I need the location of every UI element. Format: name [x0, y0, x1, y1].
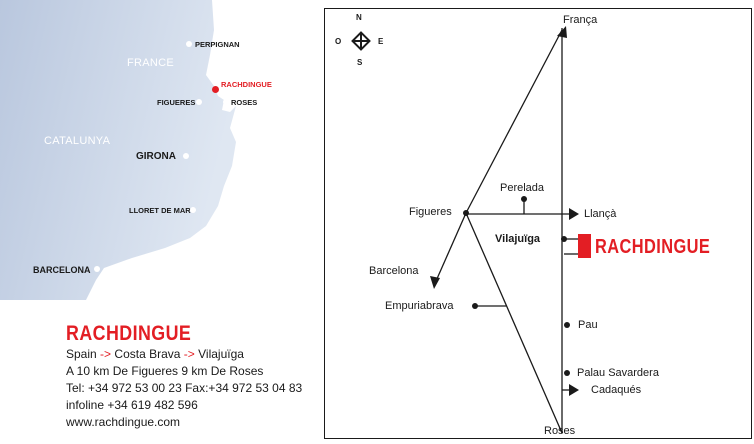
region-label-france: FRANCE	[127, 57, 175, 69]
place-cadaques: Cadaqués	[591, 384, 642, 396]
rachdingue-location-marker	[578, 234, 591, 258]
city-label-barcelona: BARCELONA	[33, 265, 91, 275]
distance-line: A 10 km De Figueres 9 km De Roses	[66, 364, 264, 378]
compass-east: E	[378, 37, 384, 46]
compass-west: O	[335, 37, 342, 46]
city-dot-girona	[183, 153, 189, 159]
place-empuriabrava: Empuriabrava	[385, 300, 454, 312]
city-dot-perpignan	[186, 41, 192, 47]
place-roses: Roses	[544, 425, 576, 437]
place-figueres: Figueres	[409, 206, 452, 218]
phone-fax-line: Tel: +34 972 53 00 23 Fax:+34 972 53 04 …	[66, 381, 303, 395]
city-label-girona: GIRONA	[136, 151, 176, 162]
brand-title: RACHDINGUE	[66, 322, 192, 345]
place-perelada: Perelada	[500, 182, 545, 194]
regional-map: FRANCE CATALUNYA PERPIGNAN RACHDINGUE FI…	[0, 0, 310, 300]
city-label-perpignan: PERPIGNAN	[195, 40, 240, 49]
place-barcelona: Barcelona	[369, 265, 419, 277]
compass-north: N	[356, 13, 362, 22]
contact-info: RACHDINGUE Spain -> Costa Brava -> Vilaj…	[66, 322, 302, 431]
route-costa-brava: Costa Brava	[114, 347, 181, 361]
route-arrow: ->	[183, 347, 195, 361]
place-franca: França	[563, 14, 598, 26]
city-dot-figueres	[196, 99, 202, 105]
region-label-catalunya: CATALUNYA	[44, 135, 111, 147]
city-label-rachdingue: RACHDINGUE	[221, 80, 272, 89]
route-diagram: N S E O França Perelada Figueres Llançà …	[324, 8, 752, 439]
place-vilajuiga: Vilajuïga	[495, 233, 541, 245]
route-line: Spain -> Costa Brava -> Vilajuïga	[66, 346, 302, 363]
coastline-land	[0, 0, 236, 300]
compass-south: S	[357, 58, 363, 67]
place-llanca: Llançà	[584, 208, 617, 220]
city-label-figueres: FIGUERES	[157, 98, 196, 107]
website-link[interactable]: www.rachdingue.com	[66, 415, 181, 429]
place-palau-savardera: Palau Savardera	[577, 367, 659, 379]
route-vilajuiga: Vilajuïga	[198, 347, 244, 361]
route-arrow: ->	[100, 347, 112, 361]
city-label-roses: ROSES	[231, 98, 258, 107]
compass-icon	[351, 31, 371, 51]
place-pau: Pau	[578, 319, 598, 331]
rachdingue-marker	[212, 86, 219, 93]
city-dot-roses	[223, 99, 229, 105]
route-spain: Spain	[66, 347, 97, 361]
city-dot-lloret	[190, 207, 196, 213]
infoline: infoline +34 619 482 596	[66, 398, 198, 412]
regional-map-land	[0, 0, 236, 300]
route-brand-label: RACHDINGUE	[595, 236, 711, 258]
city-dot-barcelona	[94, 266, 100, 272]
route-diagram-lines	[324, 8, 752, 439]
city-label-lloret: LLORET DE MAR	[129, 206, 191, 215]
